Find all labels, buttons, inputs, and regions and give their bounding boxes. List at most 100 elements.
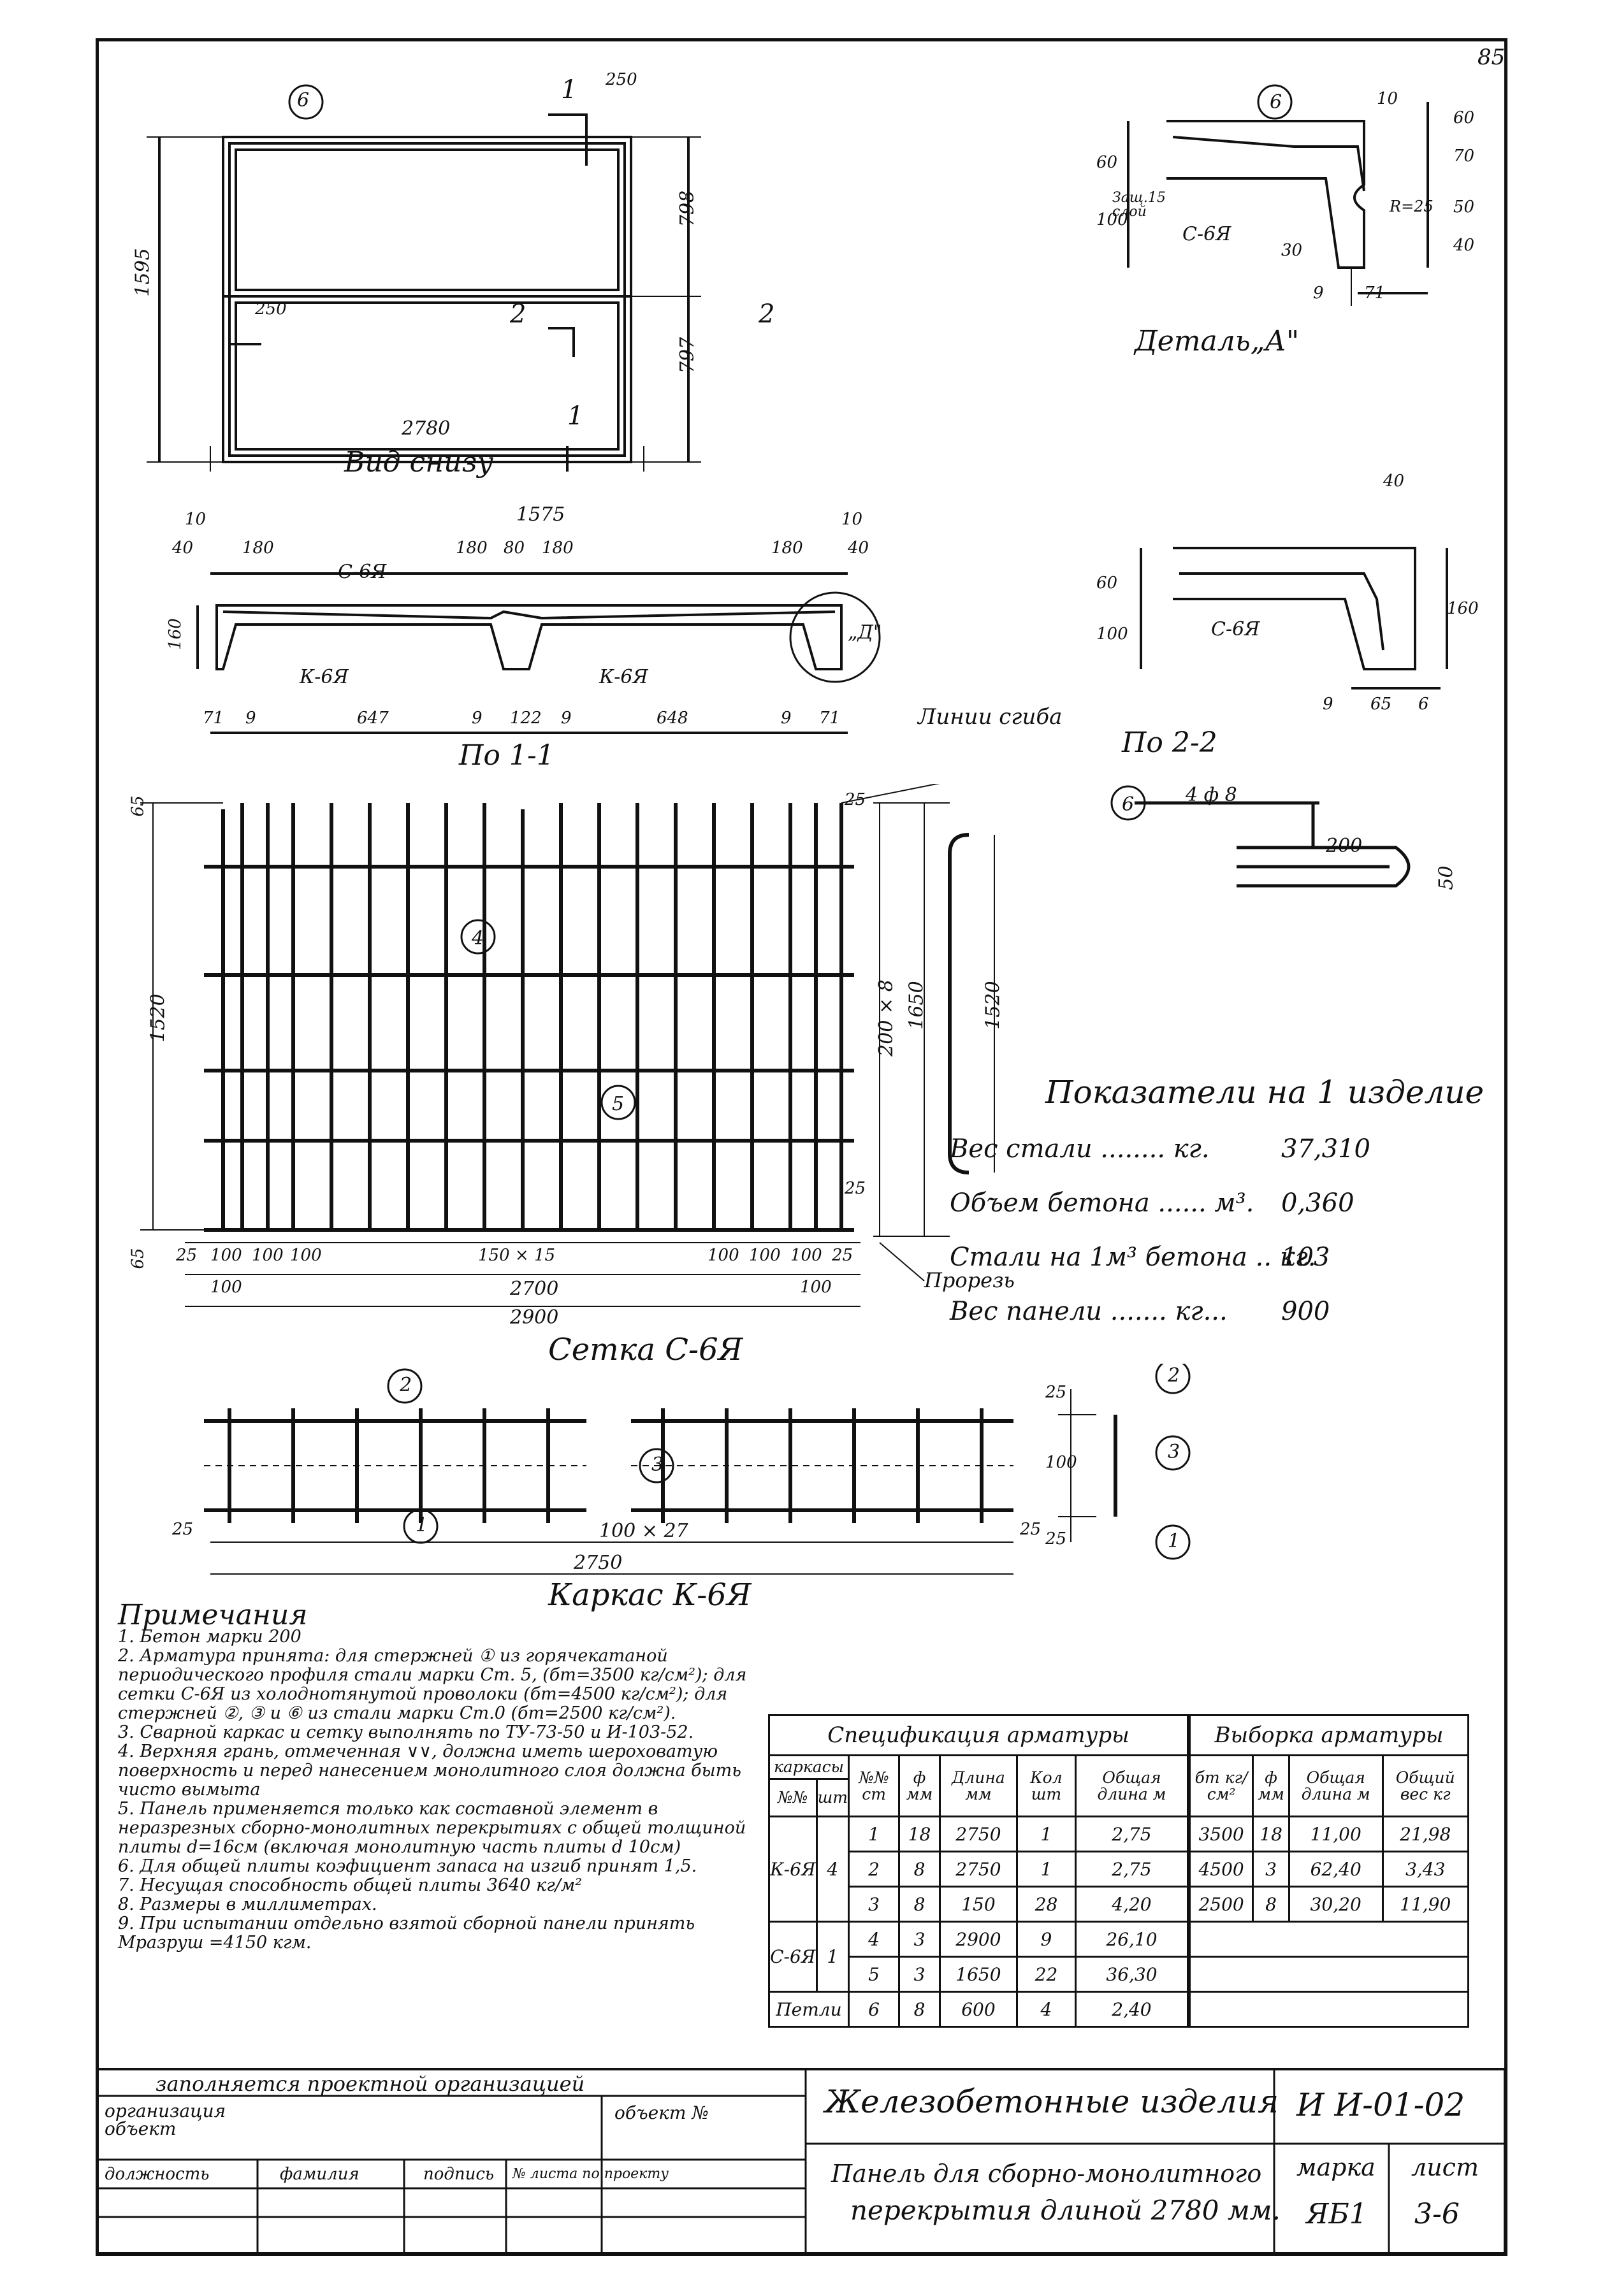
loop-dim: 50 bbox=[1435, 865, 1458, 890]
section-2-2-dim: 60 bbox=[1096, 574, 1118, 593]
section-2-2-dim: 6 bbox=[1418, 695, 1429, 714]
page-number: 85 bbox=[1477, 45, 1506, 70]
tb-mark: ЯБ1 bbox=[1306, 2198, 1367, 2230]
note-item: 7. Несущая способность общей плиты 3640 … bbox=[118, 1875, 583, 1895]
mesh-dim-bottom: 100 bbox=[790, 1246, 822, 1265]
detail-a-dim: 60 bbox=[1453, 108, 1475, 127]
section-1-1-frame: К-6Я bbox=[599, 666, 648, 688]
section-mark: 1 bbox=[567, 401, 584, 431]
section-mark: 2 bbox=[510, 300, 526, 329]
section-1-1-dim-bottom: 647 bbox=[357, 709, 389, 728]
detail-a-mesh: С-6Я bbox=[1182, 223, 1231, 245]
spec-head: ф мм bbox=[898, 1754, 941, 1817]
note-item: 6. Для общей плиты коэфициент запаса на … bbox=[118, 1856, 697, 1876]
notes-title: Примечания bbox=[118, 1599, 308, 1631]
mesh-c6-drawing bbox=[140, 784, 995, 1307]
dim-edge-top: 250 bbox=[606, 70, 637, 89]
section-1-1-dim-bottom: 71 bbox=[819, 709, 841, 728]
mesh-dim-right: 25 bbox=[845, 1179, 866, 1198]
detail-a-dim: 9 bbox=[1313, 284, 1324, 303]
mesh-dim-2700: 2700 bbox=[510, 1278, 559, 1300]
section-1-1-dim-top: 80 bbox=[504, 538, 525, 558]
dim-bottom-half: 797 bbox=[676, 336, 699, 374]
section-1-1-dim-top: 180 bbox=[456, 538, 488, 558]
section-1-1-mesh: С-6Я bbox=[338, 561, 387, 583]
section-1-1-height: 160 bbox=[165, 618, 185, 650]
indicators-title: Показатели на 1 изделие bbox=[1045, 1074, 1485, 1111]
detail-a-dim: 10 bbox=[1377, 89, 1398, 108]
detail-a-title: Деталь„А" bbox=[1135, 325, 1300, 357]
spec-table: Спецификация арматуры каркасы №№ ст ф мм… bbox=[768, 1714, 1189, 2028]
section-1-1-dim-top: 180 bbox=[542, 538, 574, 558]
mesh-section-height: 1520 bbox=[982, 981, 1005, 1030]
dim-total-height: 1595 bbox=[131, 248, 154, 297]
indicator-row: Объем бетона ...... м³.0,360 bbox=[950, 1188, 1354, 1218]
tb-surname: фамилия bbox=[280, 2165, 359, 2184]
selection-head: ф мм bbox=[1252, 1754, 1290, 1817]
spec-head: Общая длина м bbox=[1074, 1754, 1189, 1817]
detail-a-radius: R=25 bbox=[1390, 198, 1434, 215]
mesh-dim-right: 25 bbox=[845, 790, 866, 809]
section-1-1-dim-bottom: 122 bbox=[510, 709, 542, 728]
mesh-dim-right: 1650 bbox=[905, 981, 928, 1030]
bottom-view-title: Вид снизу bbox=[344, 446, 494, 479]
note-item: 4. Верхняя грань, отмеченная ∨∨, должна … bbox=[118, 1742, 741, 1800]
title-block: заполняется проектной организацией орган… bbox=[96, 2068, 1506, 2255]
indicator-row: Вес панели ....... кг...900 bbox=[950, 1297, 1330, 1326]
mesh-dim-bottom: 25 bbox=[832, 1246, 853, 1265]
note-item: 3. Сварной каркас и сетку выполнять по Т… bbox=[118, 1722, 694, 1742]
loop-spec: 4 ф 8 bbox=[1186, 784, 1237, 806]
loop-dim: 200 bbox=[1326, 835, 1363, 857]
tb-description: перекрытия длиной 2780 мм. bbox=[850, 2195, 1281, 2226]
frame-callout: 1 bbox=[416, 1514, 428, 1536]
section-1-1-dim-top: 10 bbox=[185, 510, 207, 529]
mesh-cut-label: Прорезь bbox=[924, 1268, 1015, 1292]
frame-callout: 3 bbox=[651, 1454, 664, 1476]
tb-organization: организация объект bbox=[105, 2100, 226, 2139]
tb-sheet: 3-6 bbox=[1414, 2198, 1460, 2230]
tb-mark-label: марка bbox=[1296, 2153, 1376, 2181]
note-item: 2. Арматура принята: для стержней ① из г… bbox=[118, 1646, 747, 1723]
section-1-1-dim-top: 180 bbox=[771, 538, 803, 558]
section-mark: 2 bbox=[759, 300, 775, 329]
indicator-row: Вес стали ........ кг.37,310 bbox=[950, 1134, 1370, 1164]
mesh-callout: 4 bbox=[472, 927, 484, 949]
tb-signature: подпись bbox=[423, 2165, 495, 2184]
mesh-callout: 5 bbox=[612, 1093, 625, 1115]
frame-dim: 25 bbox=[1020, 1520, 1042, 1539]
frame-k6-drawing bbox=[204, 1364, 1191, 1575]
section-2-2-title: По 2-2 bbox=[1122, 726, 1217, 759]
section-2-2-dim: 65 bbox=[1370, 695, 1392, 714]
tb-filled-by: заполняется проектной организацией bbox=[156, 2072, 585, 2096]
detail-a-drawing bbox=[1127, 84, 1429, 306]
detail-a-callout: 6 bbox=[1270, 91, 1282, 113]
selection-table: Выборка арматуры бт кг/см² ф мм Общая дл… bbox=[1188, 1714, 1469, 2028]
mesh-dim-2900: 2900 bbox=[510, 1306, 559, 1329]
section-1-1-dim-bottom: 9 bbox=[561, 709, 572, 728]
section-1-1-frame: К-6Я bbox=[300, 666, 349, 688]
bottom-view-drawing bbox=[147, 84, 701, 472]
detail-a-layer: Защ.15 слой bbox=[1112, 190, 1166, 220]
mesh-bend-label: Линии сгиба bbox=[918, 704, 1063, 730]
frame-side-dim: 25 bbox=[1045, 1529, 1067, 1549]
section-1-1-dim-top: 40 bbox=[848, 538, 869, 558]
section-1-1-dim-bottom: 71 bbox=[203, 709, 224, 728]
bottom-view-callout: 6 bbox=[297, 89, 310, 112]
frame-callout: 2 bbox=[1168, 1364, 1180, 1387]
section-1-1-dim-top: 10 bbox=[841, 510, 863, 529]
frame-side-dim: 100 bbox=[1045, 1453, 1077, 1472]
frame-title: Каркас К-6Я bbox=[548, 1577, 751, 1613]
section-2-2-dim: 160 bbox=[1447, 599, 1479, 618]
tb-sheet-by-project: № листа по проекту bbox=[512, 2166, 669, 2182]
spec-table-title: Спецификация арматуры bbox=[768, 1714, 1189, 1756]
section-2-2-dim: 40 bbox=[1383, 472, 1405, 491]
tb-product: Железобетонные изделия bbox=[825, 2083, 1279, 2120]
section-1-1-dim-top: 180 bbox=[242, 538, 274, 558]
mesh-dim-left: 65 bbox=[128, 795, 148, 817]
